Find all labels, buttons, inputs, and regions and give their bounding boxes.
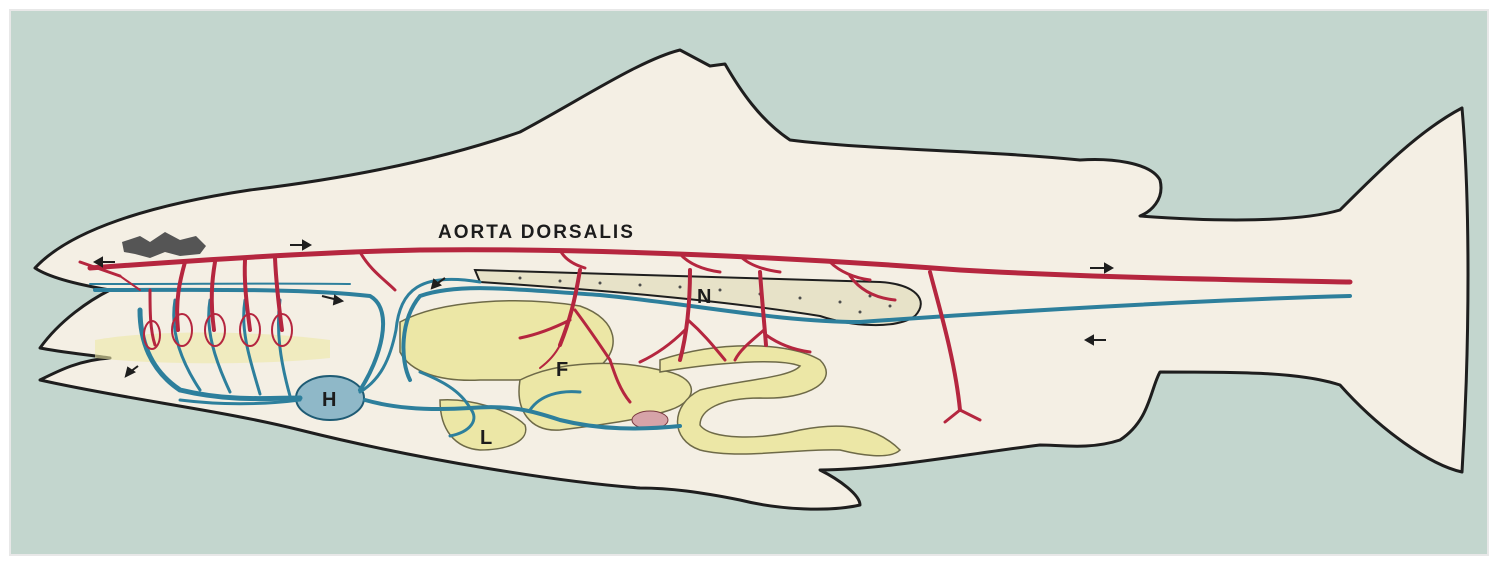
liver-label: L — [480, 427, 492, 449]
heart-label: H — [322, 389, 336, 411]
kidney-label: N — [697, 286, 711, 308]
aorta-dorsalis-label: AORTA DORSALIS — [438, 222, 635, 243]
stomach-label: F — [556, 359, 568, 381]
